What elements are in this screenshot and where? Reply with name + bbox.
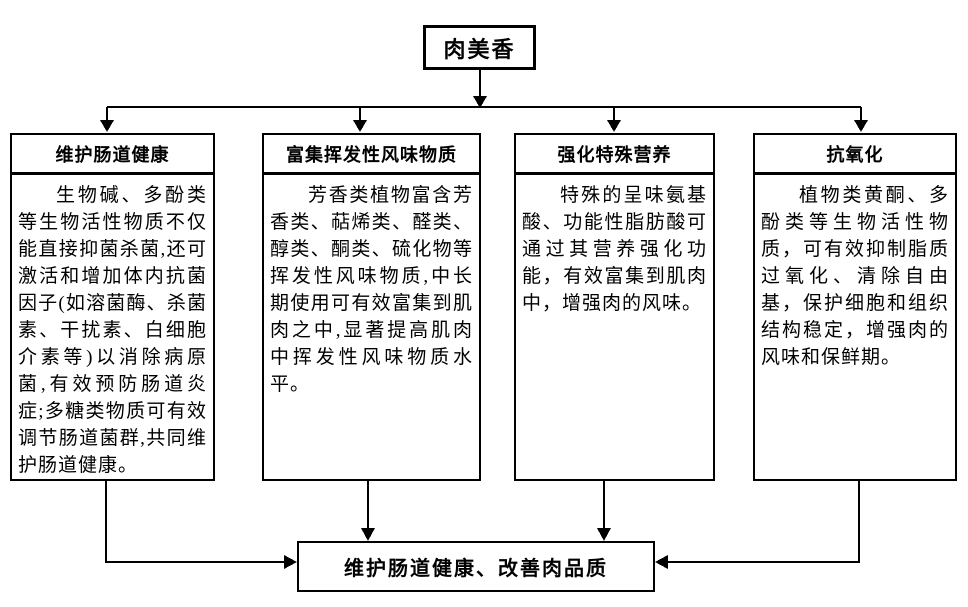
root-node-label: 肉美香: [443, 36, 516, 62]
column-antioxidant: 抗氧化 植物类黄酮、多酚类等生物活性物质，可有效抑制脂质过氧化、清除自由基，保护…: [753, 133, 957, 481]
arrow-root-to-branch-line: [473, 70, 487, 108]
column-body-text: 植物类黄酮、多酚类等生物活性物质，可有效抑制脂质过氧化、清除自由基，保护细胞和组…: [761, 185, 949, 368]
outcome-node-label: 维护肠道健康、改善肉品质: [344, 558, 608, 580]
column-body-text: 生物碱、多酚类等生物活性物质不仅能直接抑菌杀菌,还可激活和增加体内抗菌因子(如溶…: [18, 185, 207, 476]
arrow-col1-to-outcome: [105, 481, 297, 569]
arrow-branch-to-col3: [607, 107, 621, 132]
arrow-branch-to-col4: [854, 107, 868, 132]
column-title: 富集挥发性风味物质: [264, 135, 479, 175]
arrow-branch-to-col2: [353, 107, 367, 132]
column-title: 强化特殊营养: [516, 135, 713, 175]
outcome-node: 维护肠道健康、改善肉品质: [297, 541, 655, 592]
column-enrich-volatile-flavor: 富集挥发性风味物质 芳香类植物富含芳香类、萜烯类、醛类、醇类、酮类、硫化物等挥发…: [262, 133, 481, 481]
column-strengthen-special-nutrition: 强化特殊营养 特殊的呈味氨基酸、功能性脂肪酸可通过其营养强化功能，有效富集到肌肉…: [514, 133, 715, 481]
column-maintain-gut-health: 维护肠道健康 生物碱、多酚类等生物活性物质不仅能直接抑菌杀菌,还可激活和增加体内…: [10, 133, 215, 481]
arrow-col3-to-outcome: [597, 481, 611, 541]
column-title: 维护肠道健康: [12, 135, 213, 175]
root-node: 肉美香: [423, 25, 536, 70]
column-title: 抗氧化: [755, 135, 955, 175]
column-body-text: 芳香类植物富含芳香类、萜烯类、醛类、醇类、酮类、硫化物等挥发性风味物质,中长期使…: [270, 185, 473, 395]
arrow-col2-to-outcome: [361, 481, 375, 541]
arrow-branch-to-col1: [100, 107, 114, 132]
column-body-text: 特殊的呈味氨基酸、功能性脂肪酸可通过其营养强化功能，有效富集到肌肉中，增强肉的风…: [522, 185, 707, 314]
arrow-col4-to-outcome: [655, 481, 860, 569]
